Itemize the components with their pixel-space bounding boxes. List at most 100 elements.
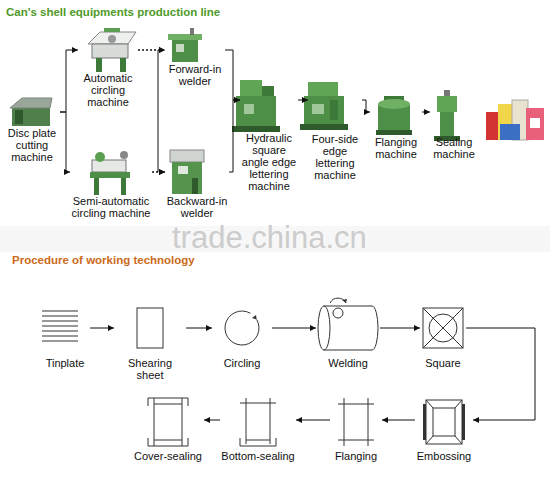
machine-leg [96, 58, 102, 72]
flow-arrow [90, 328, 114, 329]
emboss-outer [426, 400, 462, 444]
node-label: Automatic circling machine [78, 72, 138, 108]
square-diagonal [423, 308, 463, 348]
flow-arrow [60, 50, 78, 112]
cylinder-side [324, 306, 372, 307]
flow-arrow [186, 328, 212, 329]
emboss-inner [433, 408, 455, 436]
cylinder-side [324, 350, 372, 351]
process-step: Embossing [415, 398, 473, 462]
cylinder-end [372, 306, 378, 350]
watermark: trade.china.cn [172, 220, 367, 256]
machine-roller [108, 35, 116, 43]
seal-bracket [148, 438, 188, 446]
tinplate-symbol [42, 311, 78, 341]
machine-leg [94, 178, 99, 195]
node-label: Flanging machine [370, 136, 422, 160]
seal-line [154, 440, 182, 441]
process-step: Square [420, 305, 466, 369]
flow-arrow [138, 50, 165, 172]
machine-head [378, 99, 410, 109]
machine-table [10, 98, 52, 108]
node-label: Tinplate [40, 357, 90, 369]
node-label: Embossing [415, 450, 473, 462]
can-wall [182, 398, 183, 446]
sheet-line [42, 331, 78, 332]
machine-box: Disc plate cutting machine [4, 95, 60, 163]
process-step: Tinplate [40, 305, 90, 369]
machine-box: Four-side edge lettering machine [308, 78, 362, 181]
node-label: Shearing sheet [114, 357, 186, 381]
machine-door [330, 100, 338, 120]
can-wall [368, 398, 369, 446]
machine-panel [178, 166, 188, 174]
machine-body [12, 108, 50, 126]
machine-base [376, 130, 412, 135]
flow-arrow [225, 50, 240, 100]
emboss-bar [423, 404, 426, 440]
machine-part [104, 28, 120, 32]
node-label: Flanging [330, 450, 382, 462]
flange-line [240, 403, 276, 404]
square-symbol [423, 308, 463, 348]
emboss-corner [426, 400, 433, 408]
sheet-line [42, 316, 78, 317]
machine-top [168, 34, 202, 40]
machine-base [232, 126, 280, 132]
product-can [486, 112, 500, 140]
machine-top [308, 82, 338, 96]
machine-body [92, 44, 128, 58]
flow-arrow [362, 100, 370, 112]
flow-arrow [272, 328, 316, 329]
process-step: Bottom-sealing [220, 398, 296, 462]
process-step: Welding [316, 300, 380, 369]
machine-body [172, 40, 198, 62]
machine-body [172, 162, 202, 194]
sheet-line [42, 321, 78, 322]
process-step: Shearing sheet [114, 305, 186, 381]
machine-box: Backward-in welder [165, 145, 229, 219]
node-label: Square [420, 357, 466, 369]
machine-panel [312, 104, 324, 114]
flow-arrow [296, 420, 330, 421]
node-label: Cover-sealing [132, 450, 204, 462]
sheet-line [42, 311, 78, 312]
flow-arrow [298, 100, 308, 101]
can-wall [154, 398, 155, 446]
section-title: Procedure of working technology [12, 254, 195, 266]
machine-panel [176, 44, 184, 52]
node-label: Hydraulic square angle edge lettering ma… [240, 132, 298, 192]
machine-wheel [95, 152, 105, 162]
square-circle [429, 314, 457, 342]
welding-wheel [333, 308, 343, 318]
flange-line [338, 404, 374, 405]
flow-arrow [138, 50, 165, 51]
machine-top [88, 32, 136, 44]
machine-box: Semi-automatic circling machine [70, 145, 152, 219]
product-label [530, 118, 540, 128]
bottom-sealing-symbol [240, 398, 276, 446]
machine-door [192, 178, 198, 194]
node-label: Semi-automatic circling machine [70, 195, 152, 219]
section-title: Can's shell equipments production line [6, 6, 220, 18]
cylinder-end [318, 306, 330, 350]
welding-symbol [318, 298, 378, 350]
machine-roller [120, 151, 128, 159]
machine-frame [90, 172, 130, 178]
machine-box: Hydraulic square angle edge lettering ma… [240, 70, 298, 192]
machine-panel [15, 110, 23, 124]
can-wall [270, 398, 271, 444]
process-step: Flanging [330, 398, 382, 462]
emboss-bar [462, 404, 465, 440]
rotation-arrowhead [342, 299, 347, 303]
seal-bracket [148, 398, 188, 406]
flow-arrow [229, 100, 240, 172]
emboss-corner [455, 400, 462, 408]
machine-box: Flanging machine [370, 92, 422, 160]
process-step: Circling [212, 305, 272, 369]
flow-arrow [382, 420, 415, 421]
can-wall [246, 398, 247, 444]
node-label: Bottom-sealing [220, 450, 296, 462]
can-wall [344, 398, 345, 446]
node-label: Sealing machine [430, 136, 478, 160]
